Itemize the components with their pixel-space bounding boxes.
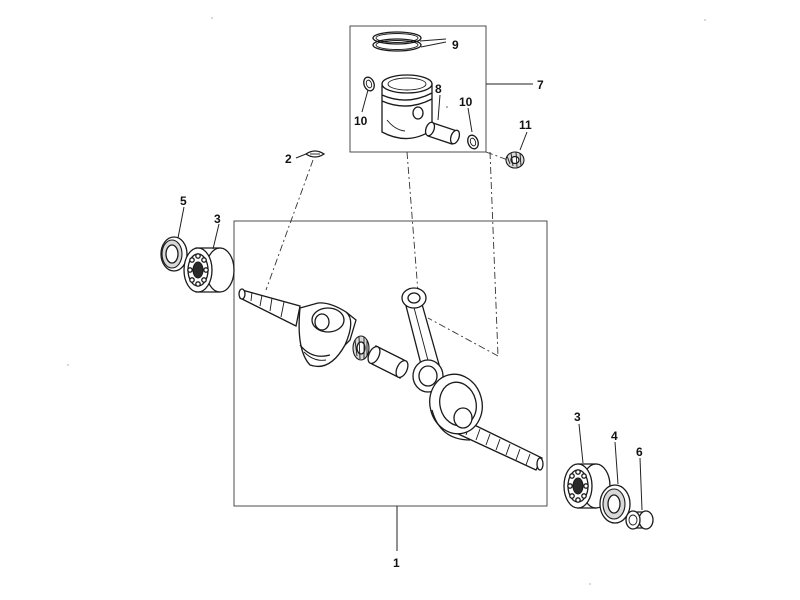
callout-4: 4 (611, 429, 618, 443)
callout-10-left: 10 (354, 114, 368, 128)
crank-pin-icon (367, 345, 409, 379)
crankshaft-icon (238, 288, 357, 368)
needle-bearing-icon (352, 335, 370, 361)
leader-lines (177, 38, 643, 551)
callout-3-right: 3 (574, 410, 581, 424)
wrist-pin-icon (424, 121, 461, 145)
callout-3-left: 3 (214, 212, 221, 226)
crankshaft-icon (429, 373, 544, 471)
callout-7: 7 (537, 78, 544, 92)
oil-seal-icon (599, 484, 631, 524)
piston-icon (381, 74, 433, 140)
circlip-icon (467, 134, 479, 150)
piston-kit-frame (349, 25, 487, 153)
ball-bearing-icon (183, 247, 235, 293)
crankshaft-assembly-frame (233, 220, 548, 507)
scan-specks (67, 17, 706, 585)
callout-10-right: 10 (459, 95, 473, 109)
circlip-icon (363, 76, 375, 92)
callout-8: 8 (435, 82, 442, 96)
callout-9: 9 (452, 38, 459, 52)
needle-bearing-icon (505, 151, 525, 169)
piston-rings-icon (372, 31, 422, 52)
alignment-lines (265, 151, 509, 357)
callout-6: 6 (636, 445, 643, 459)
callout-1: 1 (393, 556, 400, 570)
callout-2: 2 (285, 152, 292, 166)
callout-5: 5 (180, 194, 187, 208)
ball-bearing-icon (563, 463, 611, 509)
connecting-rod-icon (401, 287, 444, 393)
oil-seal-icon (160, 236, 188, 272)
bushing-icon (625, 510, 654, 530)
callout-11: 11 (519, 118, 532, 132)
woodruff-key-icon (304, 150, 326, 158)
